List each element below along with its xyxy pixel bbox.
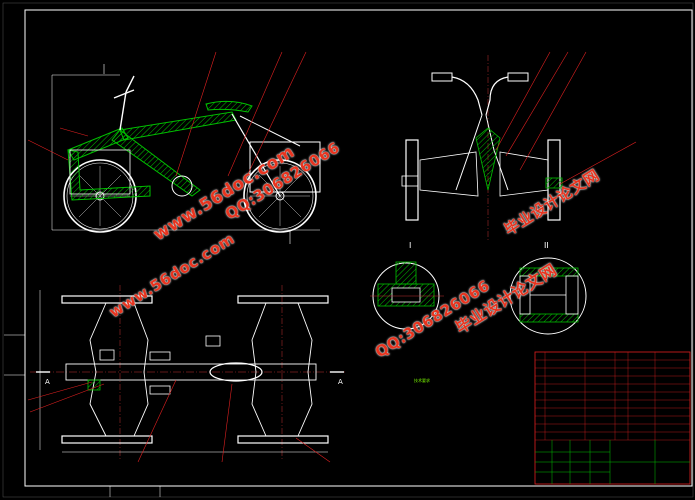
- frame-chain-stay: [67, 149, 151, 201]
- section-label-left: A: [45, 378, 50, 386]
- detail-ii-label: II: [544, 241, 549, 250]
- seat: [205, 100, 253, 113]
- frame-top-tube: [119, 111, 237, 141]
- title-block: [534, 351, 691, 485]
- technical-notes-heading: 技术要求: [414, 378, 430, 383]
- plan-view: A A: [27, 285, 345, 463]
- side-view: [27, 51, 321, 244]
- detail-ii: II: [509, 241, 587, 335]
- drawing-border: [24, 9, 693, 487]
- detail-i-label: I: [409, 241, 411, 250]
- section-label-right: A: [338, 378, 343, 386]
- detail-i: I: [370, 241, 444, 330]
- left-grip: [431, 72, 453, 82]
- right-grip: [507, 72, 529, 82]
- front-view: [401, 51, 637, 240]
- frame-down-tube: [111, 129, 201, 197]
- technical-notes: 技术要求: [414, 377, 430, 384]
